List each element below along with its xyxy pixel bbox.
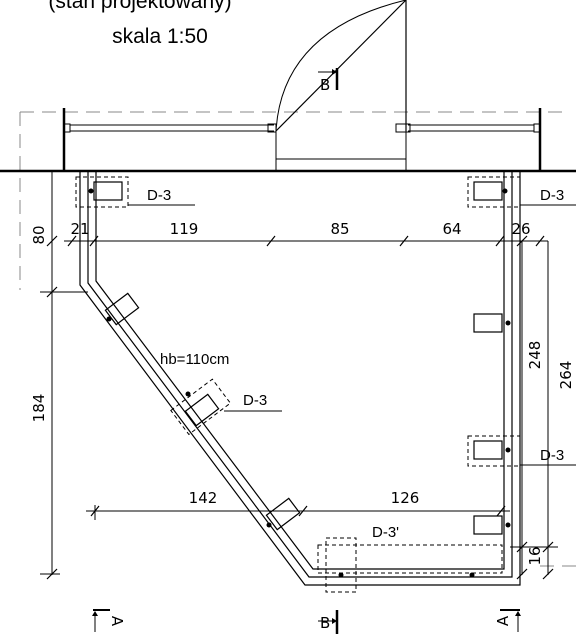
dim-top-64: 64 (442, 220, 461, 238)
dim-right-16: 16 (526, 546, 544, 565)
svg-text:B: B (320, 76, 330, 94)
dim-right-264: 264 (557, 361, 575, 390)
section-a-left: A (92, 609, 126, 632)
label-d3-right-lower: D-3 (540, 447, 564, 464)
dim-bottom-142: 142 (189, 489, 218, 507)
dim-top-21: 21 (70, 220, 89, 238)
drawing-subtitle: (stan projektowany) (48, 0, 231, 13)
svg-text:A: A (108, 616, 126, 627)
label-d3-diagonal: D-3 (243, 392, 267, 409)
dim-top-119: 119 (170, 220, 199, 238)
drawing-scale: skala 1:50 (112, 25, 208, 48)
detail-labels: D-3 D-3 D-3 D-3 D-3' hb=110cm (128, 187, 576, 541)
dim-left-80: 80 (30, 225, 48, 244)
mount-brackets (88, 181, 511, 578)
label-d3-bottom: D-3' (372, 524, 399, 541)
detail-boxes (75, 176, 521, 593)
dim-top-85: 85 (330, 220, 349, 238)
section-marks: B B A A (92, 68, 521, 634)
dim-top-26: 26 (511, 220, 530, 238)
dashed-outline (19, 111, 576, 567)
label-d3-top-left: D-3 (147, 187, 171, 204)
svg-text:A: A (494, 615, 512, 626)
height-note: hb=110cm (160, 351, 229, 368)
door-swing (275, 0, 407, 132)
label-d3-top-right: D-3 (540, 187, 564, 204)
dimension-lines (40, 171, 558, 580)
dim-left-184: 184 (30, 394, 48, 423)
dim-bottom-126: 126 (391, 489, 420, 507)
dim-right-248: 248 (526, 341, 544, 370)
walls (0, 108, 576, 173)
dimension-texts: 21 119 85 64 26 80 184 248 264 16 142 12… (30, 220, 575, 566)
section-b-top: B (318, 68, 339, 94)
section-a-right: A (494, 609, 521, 632)
svg-text:B: B (320, 614, 330, 632)
section-b-bottom: B (318, 610, 339, 634)
